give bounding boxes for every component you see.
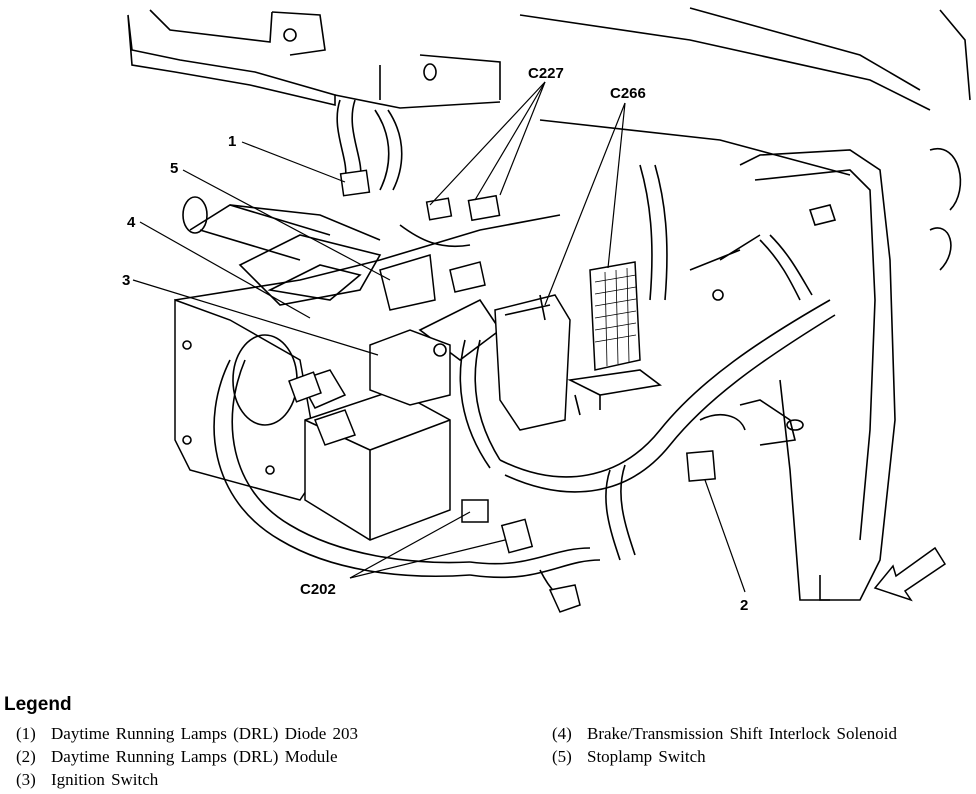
- legend-item-number: (3): [16, 770, 36, 789]
- legend-item-text: Daytime Running Lamps (DRL) Diode 203: [51, 724, 358, 743]
- legend-item: (3) Ignition Switch: [16, 768, 358, 791]
- legend-item-text: Daytime Running Lamps (DRL) Module: [51, 747, 338, 766]
- legend-column-left: (1) Daytime Running Lamps (DRL) Diode 203…: [16, 722, 358, 791]
- dash-panel: [519, 7, 971, 601]
- c266-label: C266: [610, 85, 646, 102]
- legend-item: (1) Daytime Running Lamps (DRL) Diode 203: [16, 722, 358, 745]
- callout-1: 1: [228, 133, 236, 150]
- legend: Legend (1) Daytime Running Lamps (DRL) Di…: [4, 694, 976, 794]
- legend-item: (2) Daytime Running Lamps (DRL) Module: [16, 745, 358, 768]
- connectors: [288, 169, 716, 613]
- callout-3: 3: [122, 272, 130, 289]
- legend-item-number: (1): [16, 724, 36, 743]
- c227-label: C227: [528, 65, 564, 82]
- legend-item-text: Ignition Switch: [51, 770, 159, 789]
- legend-title: Legend: [4, 694, 72, 715]
- wiring-diagram: C227 C266 C202 1 2 3 4 5: [122, 7, 971, 614]
- legend-item-text: Brake/Transmission Shift Interlock Solen…: [587, 724, 897, 743]
- legend-item: (4) Brake/Transmission Shift Interlock So…: [552, 722, 897, 745]
- wiring-harness: [213, 99, 836, 606]
- legend-column-right: (4) Brake/Transmission Shift Interlock So…: [552, 722, 897, 768]
- switch-assembly: [298, 254, 486, 446]
- legend-item-text: Stoplamp Switch: [587, 747, 706, 766]
- side-bracket: [689, 204, 837, 446]
- drl-module: [304, 389, 451, 541]
- c202-label: C202: [300, 581, 336, 598]
- callout-4: 4: [127, 214, 136, 231]
- callout-2: 2: [740, 597, 748, 614]
- legend-item-number: (4): [552, 724, 572, 743]
- dash-bracket: [127, 9, 501, 109]
- forward-arrow-icon: [873, 546, 947, 602]
- legend-item-number: (5): [552, 747, 572, 766]
- legend-item: (5) Stoplamp Switch: [552, 745, 897, 768]
- connector-bracket: [494, 261, 662, 431]
- legend-item-number: (2): [16, 747, 36, 766]
- leader-lines: [132, 81, 746, 593]
- callout-5: 5: [170, 160, 178, 177]
